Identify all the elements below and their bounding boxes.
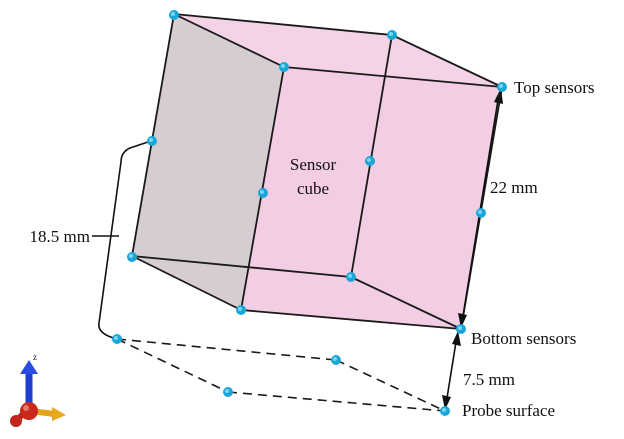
sensor-dot bbox=[223, 387, 233, 397]
label-top-sensors: Top sensors bbox=[514, 78, 595, 97]
sensor-dot bbox=[169, 10, 179, 20]
sensor-dot bbox=[456, 324, 466, 334]
sensor-dot bbox=[147, 136, 157, 146]
label-cube: cube bbox=[297, 179, 329, 198]
axis-z-label: z bbox=[33, 352, 37, 362]
dimension-7-5mm: 7.5 mm bbox=[442, 331, 515, 410]
sensor-dot bbox=[346, 272, 356, 282]
label-bottom-sensors: Bottom sensors bbox=[471, 329, 576, 348]
label-22mm: 22 mm bbox=[490, 178, 538, 197]
sensor-dot bbox=[497, 82, 507, 92]
sensors bbox=[112, 10, 507, 416]
cube-front-face bbox=[241, 67, 502, 329]
sensor-dot bbox=[331, 355, 341, 365]
sensor-dot bbox=[236, 305, 246, 315]
sensor-dot bbox=[112, 334, 122, 344]
sensor-dot bbox=[476, 208, 486, 218]
label-7-5mm: 7.5 mm bbox=[463, 370, 515, 389]
label-probe-surface: Probe surface bbox=[462, 401, 555, 420]
sensor-dot bbox=[127, 252, 137, 262]
cube-faces bbox=[132, 14, 502, 329]
sensor-dot bbox=[258, 188, 268, 198]
sensor-dot bbox=[365, 156, 375, 166]
sensor-dot bbox=[440, 406, 450, 416]
cube-top-face bbox=[174, 14, 502, 87]
coordinate-axes-icon: z bbox=[10, 352, 66, 427]
cube-left-face bbox=[132, 14, 284, 310]
sensor-dot bbox=[279, 62, 289, 72]
label-18-5mm: 18.5 mm bbox=[30, 227, 90, 246]
probe-surface bbox=[116, 338, 446, 412]
sensor-dot bbox=[387, 30, 397, 40]
dimension-22mm: 22 mm bbox=[458, 88, 538, 328]
label-sensor: Sensor bbox=[290, 155, 337, 174]
dimension-18-5mm: 18.5 mm bbox=[30, 140, 152, 340]
